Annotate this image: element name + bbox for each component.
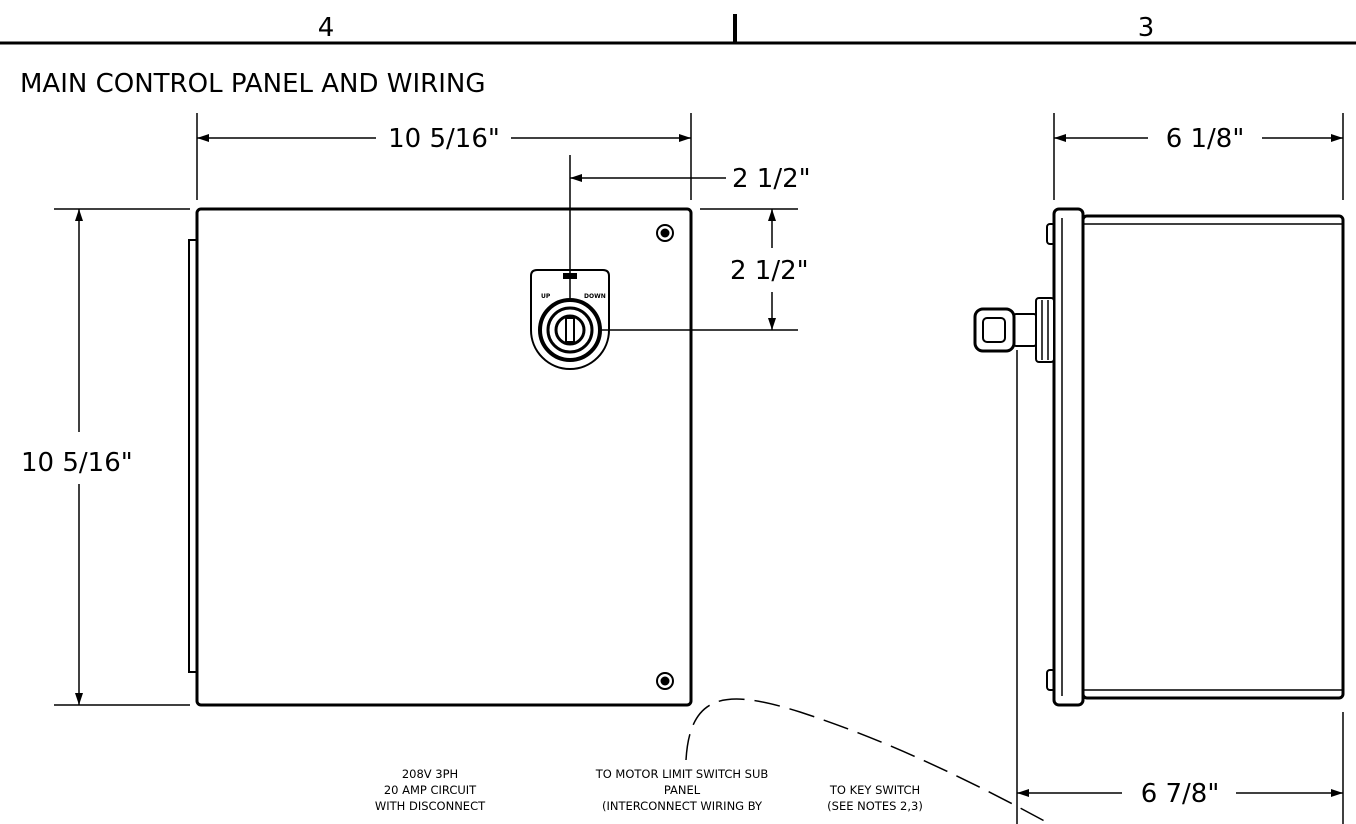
overall-depth-dim-label: 6 7/8" bbox=[1141, 779, 1220, 809]
key-horizontal-dim-label: 2 1/2" bbox=[732, 164, 811, 194]
svg-text:(SEE NOTES 2,3): (SEE NOTES 2,3) bbox=[827, 799, 923, 813]
enclosure-body bbox=[1081, 214, 1345, 700]
svg-text:PANEL: PANEL bbox=[664, 783, 701, 797]
key-vertical-dim-label: 2 1/2" bbox=[730, 256, 809, 286]
key-label-down: DOWN bbox=[584, 293, 606, 300]
key-switch-icon bbox=[530, 269, 610, 370]
key-icon bbox=[973, 297, 1055, 363]
wiring-path bbox=[685, 698, 1051, 824]
overall-depth-dimension: 6 7/8" bbox=[1016, 350, 1344, 824]
width-dim-label: 10 5/16" bbox=[388, 124, 500, 154]
svg-text:TO KEY SWITCH: TO KEY SWITCH bbox=[829, 783, 920, 797]
screw-icon bbox=[656, 224, 674, 242]
key-vertical-dimension: 2 1/2" bbox=[600, 208, 809, 331]
drawing-title: MAIN CONTROL PANEL AND WIRING bbox=[20, 69, 486, 99]
enclosure-door bbox=[195, 207, 693, 707]
svg-text:WITH DISCONNECT: WITH DISCONNECT bbox=[375, 799, 486, 813]
side-view: 6 1/8" 6 7/8" bbox=[973, 113, 1345, 824]
svg-text:20 AMP CIRCUIT: 20 AMP CIRCUIT bbox=[384, 783, 477, 797]
height-dim-label: 10 5/16" bbox=[21, 448, 133, 478]
front-view: UP DOWN 10 5/16" 2 1/2" 2 1/2" bbox=[21, 113, 811, 707]
key-label-up: UP bbox=[541, 293, 551, 300]
note-key-switch: TO KEY SWITCH (SEE NOTES 2,3) bbox=[827, 783, 923, 813]
zone-label-left: 4 bbox=[318, 13, 335, 43]
svg-text:208V 3PH: 208V 3PH bbox=[402, 767, 458, 781]
depth-dim-label: 6 1/8" bbox=[1166, 124, 1245, 154]
depth-dimension: 6 1/8" bbox=[1053, 113, 1344, 200]
note-power: 208V 3PH 20 AMP CIRCUIT WITH DISCONNECT bbox=[375, 767, 486, 813]
title-block-strip: 4 3 bbox=[0, 13, 1356, 45]
width-dimension: 10 5/16" bbox=[196, 113, 692, 200]
key-horizontal-dimension: 2 1/2" bbox=[569, 155, 811, 298]
door-flange bbox=[1052, 207, 1085, 707]
note-motor-limit: TO MOTOR LIMIT SWITCH SUB PANEL (INTERCO… bbox=[595, 767, 769, 813]
zone-label-right: 3 bbox=[1138, 13, 1155, 43]
screw-icon bbox=[656, 672, 674, 690]
svg-text:(INTERCONNECT WIRING BY: (INTERCONNECT WIRING BY bbox=[602, 799, 763, 813]
svg-text:TO MOTOR LIMIT SWITCH SUB: TO MOTOR LIMIT SWITCH SUB bbox=[595, 767, 769, 781]
height-dimension: 10 5/16" bbox=[21, 208, 190, 706]
